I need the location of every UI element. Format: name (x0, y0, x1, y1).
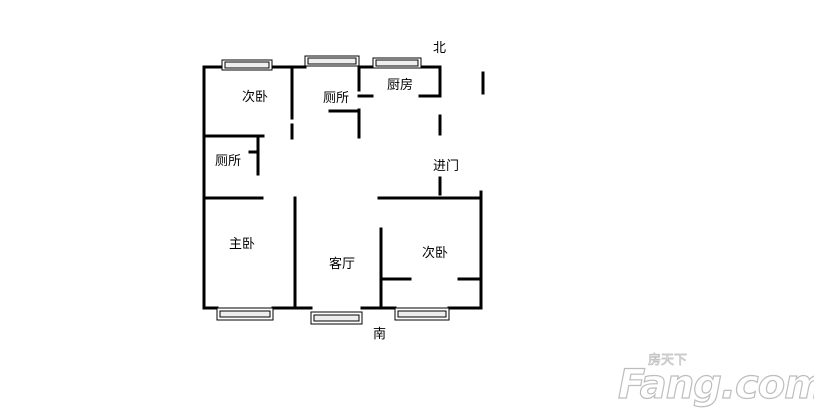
room-label-toilet-top: 厕所 (323, 91, 349, 106)
window-top-toilet (304, 55, 360, 67)
window-master-bedroom (216, 307, 274, 321)
room-label-master-bedroom: 主卧 (229, 237, 255, 252)
labels: 北 次卧 厕所 厨房 厕所 进门 主卧 客厅 次卧 南 (215, 41, 459, 342)
walls (202, 65, 485, 310)
watermark-domain: Fang.com (618, 362, 814, 408)
window-bedroom-right (394, 307, 450, 321)
room-label-kitchen: 厨房 (387, 77, 413, 93)
watermark-brand: 房天下 (648, 352, 687, 368)
window-living-room (310, 311, 363, 325)
room-label-living-room: 客厅 (329, 256, 355, 272)
south-label: 南 (373, 326, 386, 342)
room-label-bedroom-right: 次卧 (422, 245, 448, 261)
fang-watermark: 房天下 Fang.com (617, 352, 814, 409)
room-label-bedroom-top: 次卧 (242, 89, 268, 105)
room-label-toilet-left: 厕所 (215, 154, 241, 169)
north-label: 北 (433, 41, 446, 56)
window-kitchen (372, 57, 422, 69)
window-top-bedroom (221, 59, 273, 71)
windows (216, 55, 450, 325)
entrance-label: 进门 (433, 159, 459, 174)
